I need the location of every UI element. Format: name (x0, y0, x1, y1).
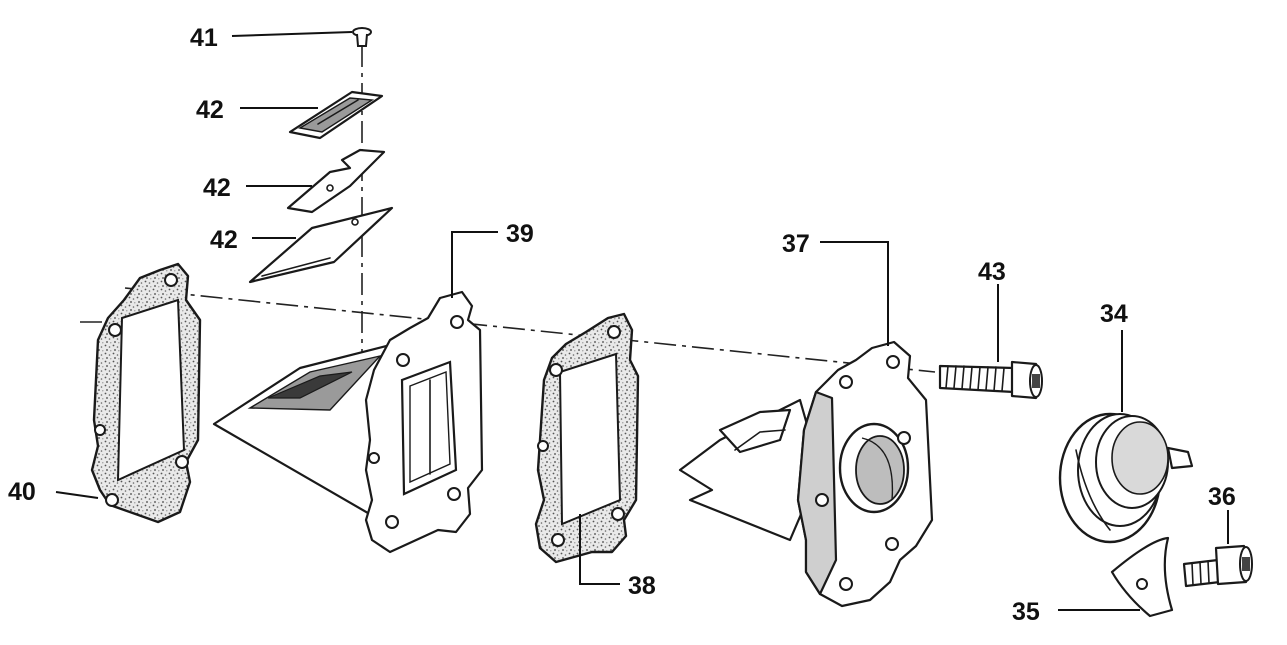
screw-41 (352, 27, 372, 47)
label-43: 43 (978, 258, 1006, 286)
bolt-43 (938, 360, 1043, 400)
label-42-middle: 42 (203, 174, 231, 202)
label-34: 34 (1100, 300, 1128, 328)
label-42-top: 42 (196, 96, 224, 124)
label-37: 37 (782, 230, 810, 258)
leader-lines (55, 31, 1229, 611)
alignment-axis-lines (80, 45, 936, 373)
part-number-labels: 41 42 42 42 39 37 43 34 36 35 38 40 (8, 24, 1236, 626)
reed-block-39 (212, 290, 484, 554)
reed-plate-42-top (288, 90, 384, 140)
label-40: 40 (8, 478, 36, 506)
gasket-40 (90, 262, 202, 524)
label-42-bottom: 42 (210, 226, 238, 254)
screw-36 (1182, 544, 1253, 588)
clamp-plate-35 (1110, 536, 1174, 618)
label-41: 41 (190, 24, 218, 52)
intake-manifold-37 (678, 340, 934, 608)
gasket-38 (534, 312, 640, 564)
reed-petal-42-bottom (248, 206, 394, 284)
label-35: 35 (1012, 598, 1040, 626)
label-38: 38 (628, 572, 656, 600)
label-36: 36 (1208, 483, 1236, 511)
reed-petal-42-middle (286, 148, 386, 214)
label-39: 39 (506, 220, 534, 248)
clamp-ring-34 (1058, 412, 1194, 544)
